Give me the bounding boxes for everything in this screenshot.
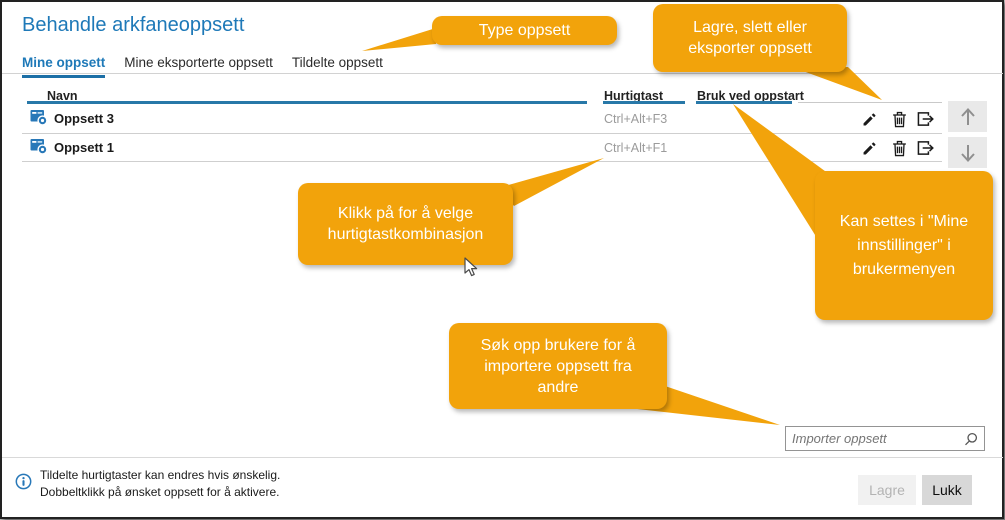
close-button[interactable]: Lukk xyxy=(922,475,972,505)
callout-text: andre xyxy=(537,378,579,396)
export-icon xyxy=(917,112,934,126)
header-underline-startup xyxy=(696,101,792,104)
tab-bar: Mine oppsett Mine eksporterte oppsett Ti… xyxy=(22,55,383,78)
trash-icon xyxy=(892,140,906,156)
import-search-input[interactable] xyxy=(792,431,964,446)
save-button[interactable]: Lagre xyxy=(858,475,916,505)
setup-shortcut[interactable]: Ctrl+Alt+F1 xyxy=(604,141,668,155)
footer-info-text: Tildelte hurtigtaster kan endres hvis øn… xyxy=(40,467,280,501)
callout-text: Lagre, slett eller xyxy=(693,19,807,36)
move-up-button[interactable] xyxy=(948,101,987,132)
edit-button[interactable] xyxy=(858,137,880,159)
row-divider xyxy=(22,161,942,162)
column-header-hurtigtast: Hurtigtast xyxy=(604,89,664,103)
arrow-down-icon xyxy=(960,144,975,162)
callout-text: hurtigtastkombinasjon xyxy=(327,226,484,243)
trash-icon xyxy=(892,111,906,127)
tab-setup-icon xyxy=(30,109,48,131)
header-underline-navn xyxy=(27,101,587,104)
page-title: Behandle arkfaneoppsett xyxy=(22,14,245,36)
callout-type-oppsett: Type oppsett xyxy=(432,16,617,45)
header-underline-hurtigtast xyxy=(603,101,685,104)
tab-mine-oppsett[interactable]: Mine oppsett xyxy=(22,55,106,78)
header-line-rest xyxy=(798,102,942,103)
tab-setup-icon xyxy=(30,138,48,160)
callout-text: Klikk på for å velge xyxy=(337,205,474,222)
callout-text: brukermenyen xyxy=(852,260,956,278)
info-icon xyxy=(15,473,32,495)
table-row[interactable]: Oppsett 1 Ctrl+Alt+F1 xyxy=(22,134,942,162)
import-search-box[interactable] xyxy=(785,426,985,451)
delete-button[interactable] xyxy=(888,108,910,130)
export-button[interactable] xyxy=(915,108,937,130)
callout-text: Kan settes i "Mine xyxy=(839,212,969,230)
callout-text: Søk opp brukere for å xyxy=(480,336,636,354)
footer-info-line1: Tildelte hurtigtaster kan endres hvis øn… xyxy=(40,468,281,482)
setup-name: Oppsett 1 xyxy=(54,140,114,155)
callout-sok-brukere: Søk opp brukere for å importere oppsett … xyxy=(449,323,667,409)
callout-text: innstillinger" i xyxy=(857,236,951,254)
callout-text: importere oppsett fra xyxy=(484,357,632,375)
tabs-divider xyxy=(2,73,1003,74)
row-divider xyxy=(22,133,942,134)
setup-name: Oppsett 3 xyxy=(54,111,114,126)
search-icon[interactable] xyxy=(964,432,978,446)
setup-shortcut[interactable]: Ctrl+Alt+F3 xyxy=(604,112,668,126)
pencil-icon xyxy=(863,142,875,154)
column-header-bruk-ved-oppstart: Bruk ved oppstart xyxy=(697,89,804,103)
column-header-navn: Navn xyxy=(47,89,78,103)
export-icon xyxy=(917,141,934,155)
callout-text: eksporter oppsett xyxy=(688,40,812,57)
export-button[interactable] xyxy=(915,137,937,159)
callout-text: Type oppsett xyxy=(478,22,571,39)
tab-mine-eksporterte-oppsett[interactable]: Mine eksporterte oppsett xyxy=(124,55,273,70)
move-down-button[interactable] xyxy=(948,137,987,168)
arrow-up-icon xyxy=(960,107,975,125)
pencil-icon xyxy=(863,113,875,125)
footer-divider xyxy=(2,457,1003,458)
callout-velg-hurtigtast: Klikk på for å velge hurtigtastkombinasj… xyxy=(298,183,513,265)
callout-lagre-slett-eksporter: Lagre, slett eller eksporter oppsett xyxy=(653,4,847,72)
delete-button[interactable] xyxy=(888,137,910,159)
tab-tildelte-oppsett[interactable]: Tildelte oppsett xyxy=(291,55,383,70)
footer-info-line2: Dobbeltklikk på ønsket oppsett for å akt… xyxy=(40,485,280,499)
callout-mine-innstillinger: Kan settes i "Mine innstillinger" i bruk… xyxy=(815,171,993,320)
table-row[interactable]: Oppsett 3 Ctrl+Alt+F3 xyxy=(22,105,942,133)
edit-button[interactable] xyxy=(858,108,880,130)
